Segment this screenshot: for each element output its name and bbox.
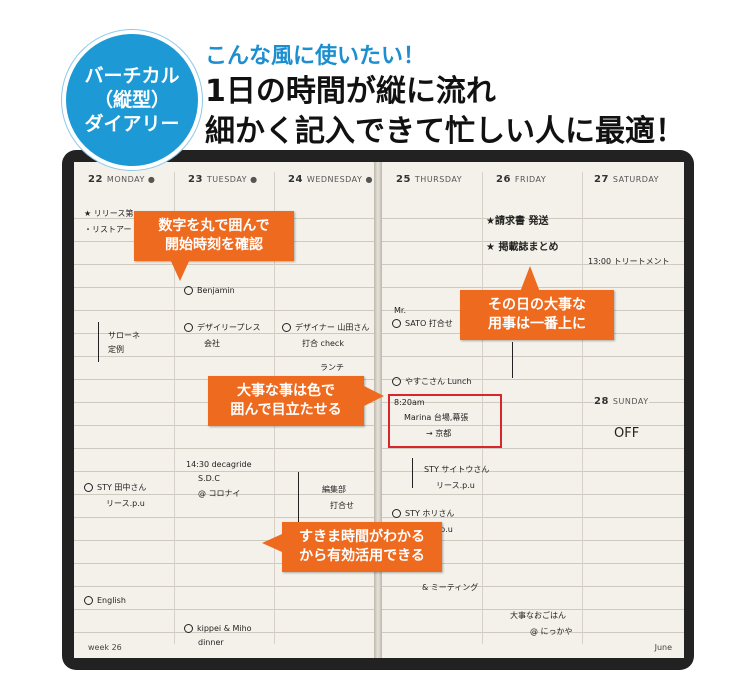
- handwritten-note: 打合せ: [330, 501, 354, 510]
- handwritten-note: 打合 check: [302, 339, 344, 348]
- callout-pointer: [364, 386, 384, 406]
- headline: 1日の時間が縦に流れ 細かく記入できて忙しい人に最適！: [205, 72, 685, 152]
- handwritten-note: 14:30 decagride: [186, 460, 252, 469]
- handwritten-entry: STY 田中さん: [84, 482, 146, 493]
- callout-top-priority: その日の大事な 用事は一番上に: [460, 290, 614, 340]
- handwritten-note: リース.p.u: [106, 499, 145, 508]
- start-time-circle-icon: [392, 377, 401, 386]
- handwritten-note: ★ リリース第: [84, 209, 134, 218]
- callout-line: 用事は一番上に: [488, 316, 586, 332]
- start-time-circle-icon: [184, 323, 193, 332]
- handwritten-note: @ にっかや: [530, 627, 573, 636]
- handwritten-entry: やすこさん Lunch: [392, 376, 471, 387]
- handwritten-entry: デザイリープレス: [184, 322, 261, 333]
- highlight-box: [388, 394, 502, 448]
- handwritten-note: サローネ: [108, 331, 140, 340]
- subheading: こんな風に使いたい！: [205, 44, 426, 69]
- start-time-circle-icon: [392, 319, 401, 328]
- column-divider: [582, 172, 583, 644]
- start-time-circle-icon: [282, 323, 291, 332]
- column-divider: [174, 172, 175, 644]
- time-span-arrow: [412, 458, 413, 488]
- handwritten-note: S.D.C: [198, 474, 220, 483]
- callout-circle-start-time: 数字を丸で囲んで 開始時刻を確認: [134, 211, 294, 261]
- handwritten-note: → 京都: [426, 429, 452, 438]
- badge-line-3: ダイアリー: [84, 113, 180, 135]
- callout-line: 囲んで目立たせる: [230, 402, 342, 418]
- callout-color-highlight: 大事な事は色で 囲んで目立たせる: [208, 376, 364, 426]
- callout-line: 大事な事は色で: [237, 383, 335, 399]
- callout-pointer: [170, 259, 190, 281]
- callout-free-time: すきま時間がわかる から有効活用できる: [282, 522, 442, 572]
- start-time-circle-icon: [392, 509, 401, 518]
- handwritten-note: & ミーティング: [422, 583, 479, 592]
- week-label: week 26: [88, 643, 122, 652]
- handwritten-note: Mr.: [394, 306, 406, 315]
- start-time-circle-icon: [84, 596, 93, 605]
- handwritten-top-priority: ★ 掲載誌まとめ: [486, 242, 559, 253]
- handwritten-note: OFF: [614, 426, 640, 441]
- column-divider: [482, 172, 483, 644]
- handwritten-note: 会社: [204, 339, 220, 348]
- callout-line: その日の大事な: [488, 297, 586, 313]
- headline-line-1: 1日の時間が縦に流れ: [205, 74, 496, 109]
- handwritten-note: @ コロナイ: [198, 489, 241, 498]
- start-time-circle-icon: [184, 286, 193, 295]
- start-time-circle-icon: [84, 483, 93, 492]
- handwritten-note: Marina 台場,幕張: [404, 413, 469, 422]
- time-span-arrow: [298, 472, 299, 532]
- handwritten-entry: kippei & Miho: [184, 624, 252, 633]
- handwritten-note: dinner: [198, 638, 224, 647]
- handwritten-note: 編集部: [322, 485, 346, 494]
- callout-line: すきま時間がわかる: [299, 529, 425, 545]
- handwritten-note: ・リストアー: [84, 225, 132, 234]
- time-span-arrow: [512, 342, 513, 378]
- handwritten-entry: Benjamin: [184, 286, 235, 295]
- diary-type-badge: バーチカル （縦型） ダイアリー: [62, 30, 202, 170]
- handwritten-note: ランチ: [320, 363, 344, 372]
- handwritten-note: リース.p.u: [436, 481, 475, 490]
- handwritten-note: 13:00 トリートメント: [588, 257, 670, 266]
- badge-line-1: バーチカル: [84, 65, 180, 87]
- callout-pointer: [262, 534, 282, 552]
- handwritten-note: 大事なおごはん: [510, 611, 566, 620]
- handwritten-top-priority: ★請求書 発送: [486, 216, 549, 227]
- handwritten-entry: SATO 打合せ: [392, 318, 453, 329]
- month-label: June: [654, 643, 672, 652]
- handwritten-note: STY サイトウさん: [424, 465, 490, 474]
- badge-line-2: （縦型）: [93, 89, 170, 111]
- handwritten-entry: STY ホリさん: [392, 508, 454, 519]
- start-time-circle-icon: [184, 624, 193, 633]
- time-span-arrow: [98, 322, 99, 362]
- handwritten-note: 定例: [108, 345, 124, 354]
- book-gutter: [374, 162, 382, 658]
- callout-pointer: [520, 266, 540, 292]
- handwritten-note: 8:20am: [394, 398, 425, 407]
- headline-line-2: 細かく記入できて忙しい人に最適！: [205, 114, 685, 149]
- handwritten-entry: English: [84, 596, 126, 605]
- callout-line: 数字を丸で囲んで: [158, 218, 270, 234]
- callout-line: 開始時刻を確認: [165, 237, 263, 253]
- handwritten-entry: デザイナー 山田さん: [282, 322, 369, 333]
- callout-line: から有効活用できる: [299, 548, 425, 564]
